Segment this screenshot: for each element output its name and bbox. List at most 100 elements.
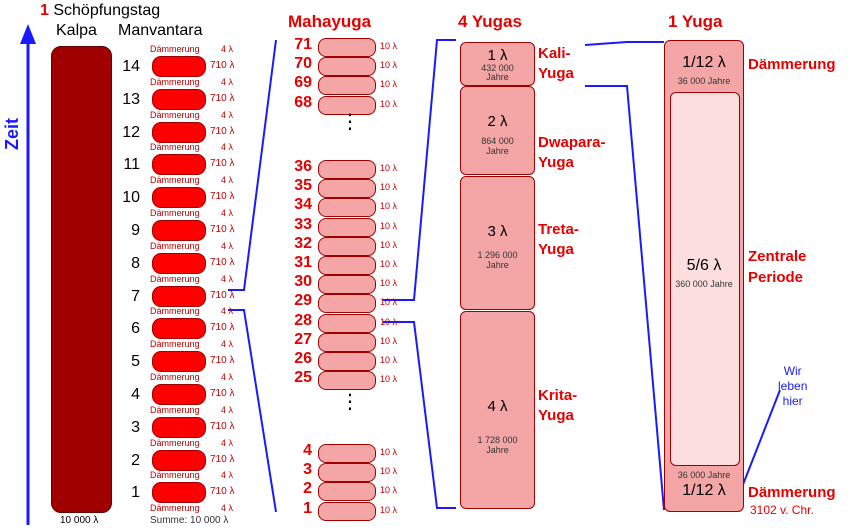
twilight-label: Dämmerung [150, 306, 200, 317]
mahayuga-value: 10 λ [380, 447, 398, 457]
yuga-name-line1: Krita- [538, 387, 578, 404]
mahayuga-pill [318, 501, 376, 521]
central-factor: 5/6 λ [686, 257, 722, 274]
mahayuga-value: 10 λ [380, 259, 398, 269]
mahayuga-pill [318, 179, 376, 199]
one-yuga-top-years: 36 000 Jahre [677, 76, 731, 86]
manvantara-number: 1 [131, 484, 140, 502]
twilight-label: Dämmerung [150, 109, 200, 120]
twilight-label: Dämmerung [150, 175, 200, 186]
twilight-label: Dämmerung [150, 44, 200, 54]
connector-maha28-bottom [383, 321, 456, 509]
manvantara-pill [152, 56, 206, 77]
mahayuga-number: 1 [303, 499, 312, 517]
central-label-line1: Zentrale [748, 248, 807, 265]
manvantara-number: 2 [131, 451, 140, 469]
mahayuga-pill [318, 217, 376, 237]
time-axis-arrowhead [20, 24, 36, 44]
mahayuga-number: 27 [294, 330, 312, 348]
mahayuga-pill [318, 275, 376, 295]
mahayuga-number: 30 [294, 273, 312, 291]
manvantara-number: 3 [131, 418, 140, 436]
mahayuga-value: 10 λ [380, 466, 398, 477]
mahayuga-pill [318, 76, 376, 96]
connector-maha28-top [383, 39, 456, 301]
kalpa-title: 1 Schöpfungstag [40, 2, 160, 20]
mahayuga-value: 10 λ [380, 41, 398, 51]
note-line1: Wir [783, 364, 802, 378]
manvantara-value: 710 λ [210, 388, 235, 399]
we-live-here-note: Wir leben hier [778, 364, 807, 409]
mahayuga-number: 33 [294, 215, 312, 233]
manvantara-pill [152, 121, 206, 143]
twilight-value: 4 λ [221, 240, 234, 251]
connector-kali-top [584, 41, 664, 46]
yuga-name-line2: Yuga [538, 407, 574, 424]
mahayuga-pill [318, 294, 376, 314]
manvantara-sum: Summe: 10 000 λ [150, 515, 228, 526]
mahayuga-value: 10 λ [380, 79, 398, 90]
manvantara-number: 9 [131, 222, 140, 239]
manvantara-value: 710 λ [210, 191, 235, 203]
yuga-years: 864 000 [481, 136, 514, 146]
yuga-years: 1 728 000 [477, 435, 518, 445]
yuga-name-krita: Krita- Yuga [538, 386, 577, 426]
yuga-factor: 2 λ [487, 113, 508, 130]
manvantara-value: 710 λ [210, 224, 235, 235]
kalpa-title-text: Schöpfungstag [53, 2, 161, 19]
note-line2: leben [778, 379, 808, 393]
manvantara-value: 710 λ [210, 486, 235, 498]
mahayuga-number: 2 [303, 480, 312, 498]
yuga-years: 432 000 [481, 63, 514, 73]
kalpa-bar [51, 46, 112, 513]
mahayuga-pill [318, 256, 376, 275]
connector-kali-bottom [585, 85, 665, 511]
mahayuga-value: 10 λ [380, 220, 398, 231]
twilight-value: 4 λ [221, 44, 234, 54]
manvantara-number: 7 [131, 287, 140, 305]
yuga-factor: 3 λ [487, 223, 508, 240]
bottom-date: 3102 v. Chr. [750, 503, 814, 517]
manvantara-value: 710 λ [210, 60, 235, 71]
central-period-box [670, 92, 740, 466]
mahayuga-value: 10 λ [380, 485, 398, 496]
manvantara-number: 12 [122, 123, 140, 141]
kalpa-bottom-value: 10 000 λ [60, 515, 99, 526]
mahayuga-value: 10 λ [380, 239, 398, 250]
mahayuga-pill [318, 463, 376, 483]
mahayuga-value: 10 λ [380, 60, 398, 71]
yuga-box-dwapara: 2 λ 864 000 Jahre [460, 86, 535, 175]
yuga-name-line1: Treta- [538, 221, 579, 238]
mahayuga-number: 3 [303, 461, 312, 479]
mahayuga-number: 28 [294, 311, 312, 329]
manvantara-pill [152, 384, 206, 405]
manvantara-pill [152, 220, 206, 241]
yuga-name-line1: Kali- [538, 45, 571, 62]
yuga-unit: Jahre [486, 445, 509, 455]
sum-value: 10 000 λ [190, 515, 229, 526]
mahayuga-number: 36 [294, 158, 312, 175]
mahayuga-number: 29 [294, 292, 312, 310]
yuga-name-treta: Treta- Yuga [538, 220, 579, 260]
central-label-line2: Periode [748, 269, 804, 286]
mahayuga-pill [318, 444, 376, 463]
mahayuga-value: 10 λ [380, 163, 398, 173]
mahayuga-number: 35 [294, 177, 312, 195]
manvantara-pill [152, 252, 206, 274]
twilight-label: Dämmerung [150, 470, 200, 481]
mahayuga-number: 31 [294, 254, 312, 271]
mahayuga-pill [318, 160, 376, 179]
connector-manv7-top [228, 39, 277, 291]
manvantara-pill [152, 154, 206, 176]
manvantara-pill [152, 285, 206, 307]
mahayuga-value: 10 λ [380, 335, 398, 346]
yuga-factor: 4 λ [487, 398, 508, 415]
kalpa-label: Kalpa [56, 22, 97, 39]
manvantara-pill [152, 88, 206, 110]
manvantara-label: Manvantara [118, 22, 203, 39]
mahayuga-pill [318, 57, 376, 77]
one-yuga-top-factor: 1/12 λ [682, 54, 726, 71]
mahayuga-pill [318, 313, 376, 333]
one-yuga-bottom-years: 36 000 Jahre [677, 470, 731, 480]
manvantara-value: 710 λ [210, 92, 235, 104]
